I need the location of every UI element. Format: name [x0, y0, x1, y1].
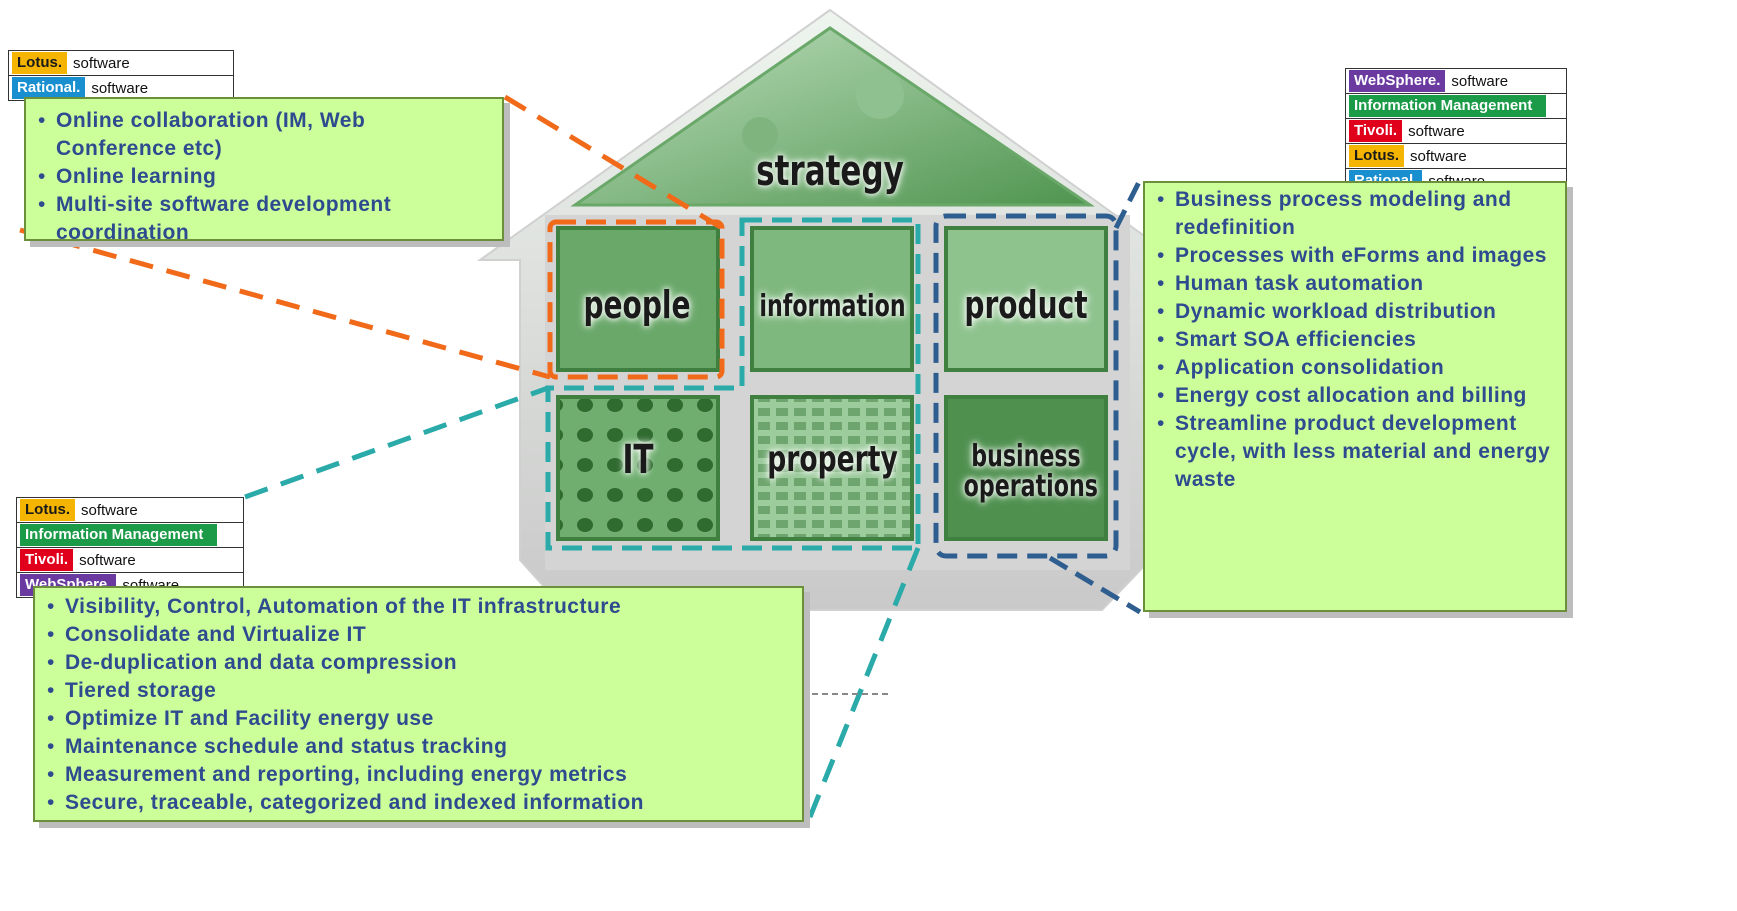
brand-row-lotus: Lotus. software — [1345, 144, 1567, 169]
information-management-logo: Information Management — [1349, 95, 1547, 117]
list-item: De-duplication and data compression — [43, 649, 796, 677]
list-item: Streamline product development cycle, wi… — [1153, 410, 1559, 494]
it-connector-bottom — [805, 547, 921, 823]
business-connector-top — [1113, 178, 1143, 230]
tile-label-product: product — [964, 283, 1088, 327]
list-item: Application consolidation — [1153, 354, 1559, 382]
callout-people: Online collaboration (IM, Web Conference… — [24, 97, 504, 244]
business-bullet-list: Business process modeling and redefiniti… — [1153, 186, 1559, 494]
list-item: Multi-site software development coordina… — [34, 191, 492, 247]
brand-row-tivoli: Tivoli. software — [1345, 119, 1567, 144]
software-label: software — [79, 551, 136, 569]
list-item: Processes with eForms and images — [1153, 242, 1559, 270]
callout-business: Business process modeling and redefiniti… — [1143, 181, 1567, 612]
websphere-logo: WebSphere. — [1349, 70, 1446, 92]
tivoli-logo: Tivoli. — [1349, 120, 1403, 142]
software-label: software — [73, 54, 130, 72]
list-item: Secure, traceable, categorized and index… — [43, 789, 796, 817]
software-label: software — [91, 79, 149, 97]
list-item: Visibility, Control, Automation of the I… — [43, 593, 796, 621]
list-item: Measurement and reporting, including ene… — [43, 761, 796, 789]
software-label: software — [1410, 147, 1467, 165]
list-item: Online learning — [34, 163, 492, 191]
brand-row-lotus: Lotus. software — [16, 497, 244, 523]
list-item: Online collaboration (IM, Web Conference… — [34, 107, 492, 163]
people-bullet-list: Online collaboration (IM, Web Conference… — [34, 107, 492, 247]
lotus-logo: Lotus. — [1349, 145, 1404, 167]
tile-label-people: people — [583, 283, 691, 327]
brand-row-tivoli: Tivoli. software — [16, 548, 244, 573]
list-item: Tiered storage — [43, 677, 796, 705]
brand-row-information-management: Information Management — [1345, 94, 1567, 119]
information-management-logo: Information Management — [20, 524, 218, 546]
software-label: software — [1408, 122, 1465, 140]
brand-group-people: Lotus. software Rational. software — [8, 50, 234, 101]
brand-group-it: Lotus. software Information Management T… — [16, 497, 244, 598]
it-dashed-outline — [545, 217, 921, 551]
business-connector-bottom — [1048, 555, 1142, 615]
list-item: Business process modeling and redefiniti… — [1153, 186, 1559, 242]
lotus-logo: Lotus. — [12, 52, 67, 74]
tile-label-property: property — [767, 439, 898, 480]
brand-row-websphere: WebSphere. software — [1345, 68, 1567, 94]
list-item: Energy cost allocation and billing — [1153, 382, 1559, 410]
brand-row-rational: Rational. software — [8, 76, 234, 101]
callout-it: Visibility, Control, Automation of the I… — [33, 586, 804, 822]
business-dashed-outline — [933, 213, 1119, 559]
tile-it-image — [556, 395, 720, 541]
brand-group-business: WebSphere. software Information Manageme… — [1345, 68, 1567, 194]
brand-row-information-management: Information Management — [16, 523, 244, 548]
it-connector-top — [244, 385, 549, 500]
it-bullet-list: Visibility, Control, Automation of the I… — [43, 593, 796, 817]
list-item: Consolidate and Virtualize IT — [43, 621, 796, 649]
tile-label-business-operations: business operations — [963, 439, 1098, 504]
tile-property-image — [750, 395, 914, 541]
list-item: Dynamic workload distribution — [1153, 298, 1559, 326]
tile-product-image — [944, 226, 1108, 372]
tile-information-image — [750, 226, 914, 372]
rational-logo: Rational. — [12, 77, 86, 99]
list-item: Human task automation — [1153, 270, 1559, 298]
strategy-roof-image — [570, 26, 1095, 207]
list-item: Smart SOA efficiencies — [1153, 326, 1559, 354]
tile-label-information: information — [759, 289, 906, 324]
lotus-logo: Lotus. — [20, 499, 75, 521]
software-label: software — [1451, 72, 1509, 90]
software-label: software — [81, 501, 138, 519]
tile-business-operations-image — [944, 395, 1108, 541]
strategy-label: strategy — [756, 146, 904, 195]
tivoli-logo: Tivoli. — [20, 549, 74, 571]
brand-row-lotus: Lotus. software — [8, 50, 234, 76]
tile-people-image — [556, 226, 720, 372]
people-dashed-outline — [547, 219, 725, 380]
list-item: Maintenance schedule and status tracking — [43, 733, 796, 761]
people-connector-bottom — [19, 227, 551, 380]
people-connector-top — [503, 94, 724, 231]
list-item: Optimize IT and Facility energy use — [43, 705, 796, 733]
tile-label-it: IT — [622, 437, 654, 483]
